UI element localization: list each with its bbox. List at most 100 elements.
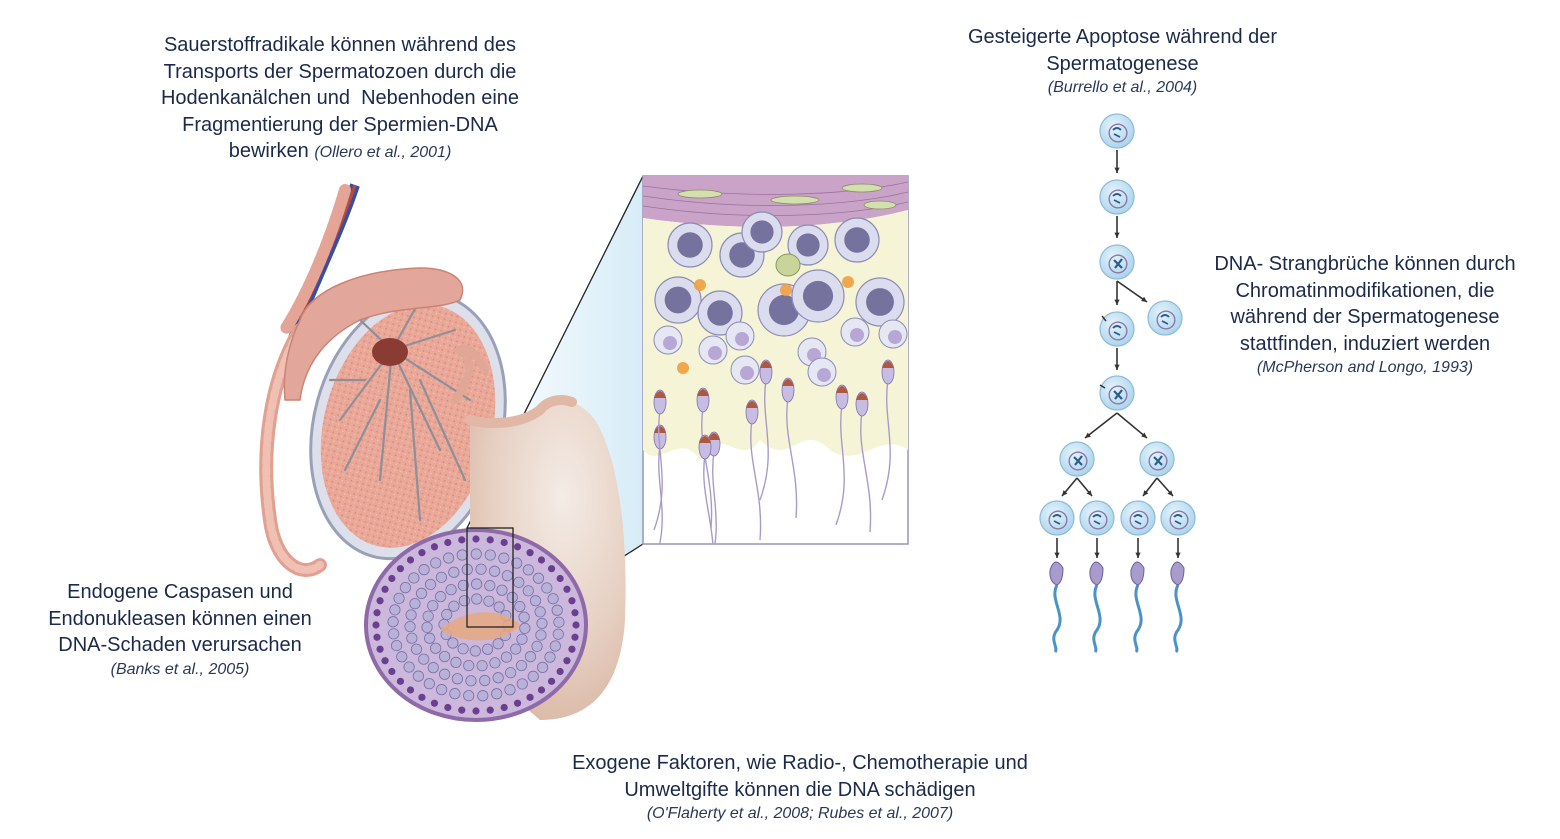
spermatogonium-dot [563,657,571,665]
spermatocyte [553,616,565,628]
nucleus [1068,451,1088,471]
arrowhead [1062,490,1068,496]
spermatocyte [515,659,528,672]
spermatocyte [483,595,495,607]
spermatocyte [439,668,451,680]
sperm-tail [835,404,845,526]
cell-body [1099,179,1135,215]
cell-body [1099,311,1135,347]
annotation-strand-breaks: DNA- Strangbrüche können durch Chromatin… [1180,251,1550,379]
spermatocyte [463,659,475,672]
spermatogonium-dot [388,574,396,583]
spermatogonium-dot [472,535,480,543]
spermatocyte [390,639,403,652]
arrowhead [1175,552,1181,558]
sperm-tail [1052,584,1062,654]
chromosome [1173,514,1183,525]
spermatocyte [501,570,513,582]
spermatocyte [404,620,416,633]
spermatocyte [549,640,561,652]
nucleus [735,332,749,346]
spermatogonium-dot [486,536,494,544]
spermatocyte [430,557,442,569]
spermatogonium-dot [406,556,415,564]
nucleus [796,233,820,257]
spermatocyte [476,660,488,672]
spermatogonium-dot [418,549,426,557]
spermatocyte [449,688,461,700]
arrowhead [1114,299,1120,305]
cell-body [1039,500,1075,536]
spermatocyte [524,651,537,663]
spermatogenesis-flow [1039,113,1196,654]
vas-deferens [259,323,327,577]
secondary-spermatocyte [1139,441,1175,477]
spermatid [1079,500,1115,536]
leydig-cell [775,253,801,277]
spermatocyte [516,633,528,645]
acrosome [760,361,772,368]
spermatogonium-dot [547,677,556,685]
cell-body [1120,500,1156,536]
sperm-tail [860,411,872,533]
spermatocyte [536,617,548,630]
acrosome [782,379,794,386]
acrosome [697,389,709,396]
sperm-tail [786,397,798,519]
spermatogonium-dot [537,686,546,694]
spermatocyte [403,661,415,673]
spermatocyte [492,672,504,684]
spermatocyte [441,608,453,621]
nucleus [1129,510,1149,530]
annotation-line: Sauerstoffradikale können während des [163,34,517,56]
spermatogonium-dot [381,657,389,665]
primary-spermatocyte [1099,244,1135,280]
acrosome [882,361,894,368]
spermatocyte [493,601,505,613]
spermatogonium-dot [526,693,534,701]
nucleus [664,286,692,314]
nucleus [740,366,754,380]
nucleus [802,280,834,312]
arrowhead [1167,490,1173,496]
cell-body [1079,500,1115,536]
spermatocyte [469,645,481,657]
sperm-head [1130,561,1145,586]
spermatogonium-dot [472,707,480,715]
nucleus [817,368,831,382]
arrowhead [1143,490,1149,496]
chromosome [1092,514,1102,525]
spermatocyte [484,580,496,592]
chromosome [1133,514,1143,525]
spermatocyte [393,592,405,604]
acrosome [699,436,711,443]
spermatogonium-dot [571,633,579,641]
annotation-line: Hodenkanälchen und Nebenhoden eine [160,87,520,109]
spermatocyte [405,609,417,621]
nucleus [888,330,902,344]
spermatocyte [544,651,556,663]
annotation-caspases: Endogene Caspasen und Endonukleasen könn… [18,579,342,681]
spermatogonium-dot [388,667,396,676]
spermatocyte [445,584,457,596]
nucleus [663,336,677,350]
spermatocyte [479,674,491,687]
spermatocyte [513,576,525,588]
chromosome [1112,127,1122,138]
spermatocyte [424,632,436,644]
spermatocyte [491,688,503,700]
acrosome [856,393,868,400]
spermatocyte [527,670,539,682]
annotation-line: Gesteigerte Apoptose während der [967,26,1278,48]
spermatocyte [504,684,516,696]
spermatocyte [529,595,542,607]
residual-body [694,279,706,291]
tubule-cells [372,535,580,715]
spermatocyte [448,566,460,578]
sperm-tail [750,419,762,541]
nucleus [1088,510,1108,530]
tubule-lumen [440,612,520,641]
annotation-line: Endonukleasen können einen [48,607,312,630]
spermatocyte [418,653,430,665]
spermatocyte [471,593,483,605]
